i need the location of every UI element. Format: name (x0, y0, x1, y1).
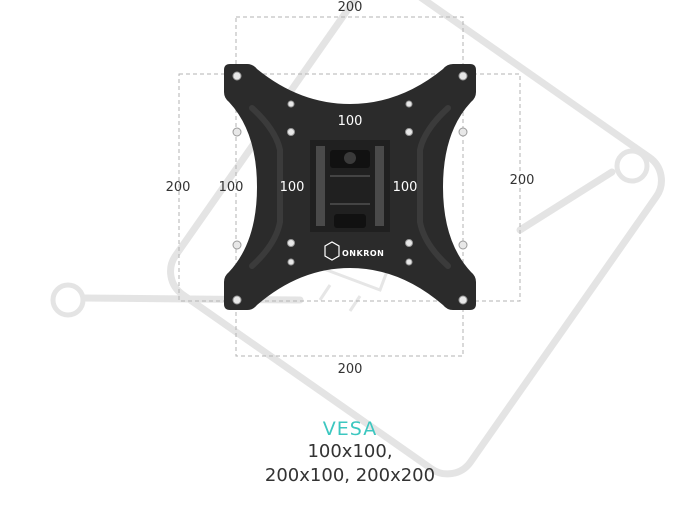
brand-name: ONKRON (342, 249, 384, 258)
vesa-title: VESA (322, 418, 378, 440)
pivot-bolt-icon (344, 152, 356, 164)
brand-logo: ONKRON (324, 241, 384, 261)
plate-rails (249, 105, 451, 269)
guide-outer-vertical (235, 16, 464, 357)
brand-hexagon-icon (324, 241, 340, 261)
hole-right-lower (458, 240, 468, 250)
hole-bottom-right-outer (458, 295, 468, 305)
vesa-sizes-line-1: 100x100, (307, 441, 393, 462)
dimension-outer-top: 200 (338, 0, 363, 15)
dimension-inner-left: 100 (280, 180, 305, 195)
watermark-node-left-icon (50, 282, 86, 318)
dimension-inner-right: 100 (393, 180, 418, 195)
dimension-inner-right-outer: 100 (455, 180, 480, 195)
hole-top-left-outer (232, 71, 242, 81)
hole-inner-bottom-left (287, 239, 295, 247)
watermark-cable-right (516, 168, 616, 234)
hole-left-upper (232, 127, 242, 137)
dimension-inner-top: 100 (338, 114, 363, 129)
hole-top-right-outer (458, 71, 468, 81)
center-bracket (310, 140, 390, 232)
dimension-inner-left-outer: 100 (219, 180, 244, 195)
hole-bottom-left-outer (232, 295, 242, 305)
watermark-cable-left (78, 294, 304, 304)
guide-outer-horizontal (178, 73, 521, 302)
dimension-outer-bottom: 200 (338, 362, 363, 377)
hole-left-lower (232, 240, 242, 250)
hole-inner-upper-right (405, 100, 413, 108)
hole-right-upper (458, 127, 468, 137)
hole-inner-top-right (405, 128, 413, 136)
dimension-outer-right: 200 (510, 173, 535, 188)
hole-inner-top-left (287, 128, 295, 136)
mounting-holes (232, 71, 468, 305)
hole-inner-bottom-right (405, 239, 413, 247)
watermark-nodes (50, 148, 650, 318)
watermark-node-right-icon (614, 148, 650, 184)
vesa-caption: VESA 100x100, 200x100, 200x200 (0, 418, 700, 488)
dimension-outer-left: 200 (166, 180, 191, 195)
hole-inner-upper-left (287, 100, 295, 108)
vesa-sizes-line-2: 200x100, 200x200 (264, 465, 436, 486)
hole-inner-lower-left (287, 258, 295, 266)
hole-inner-lower-right (405, 258, 413, 266)
